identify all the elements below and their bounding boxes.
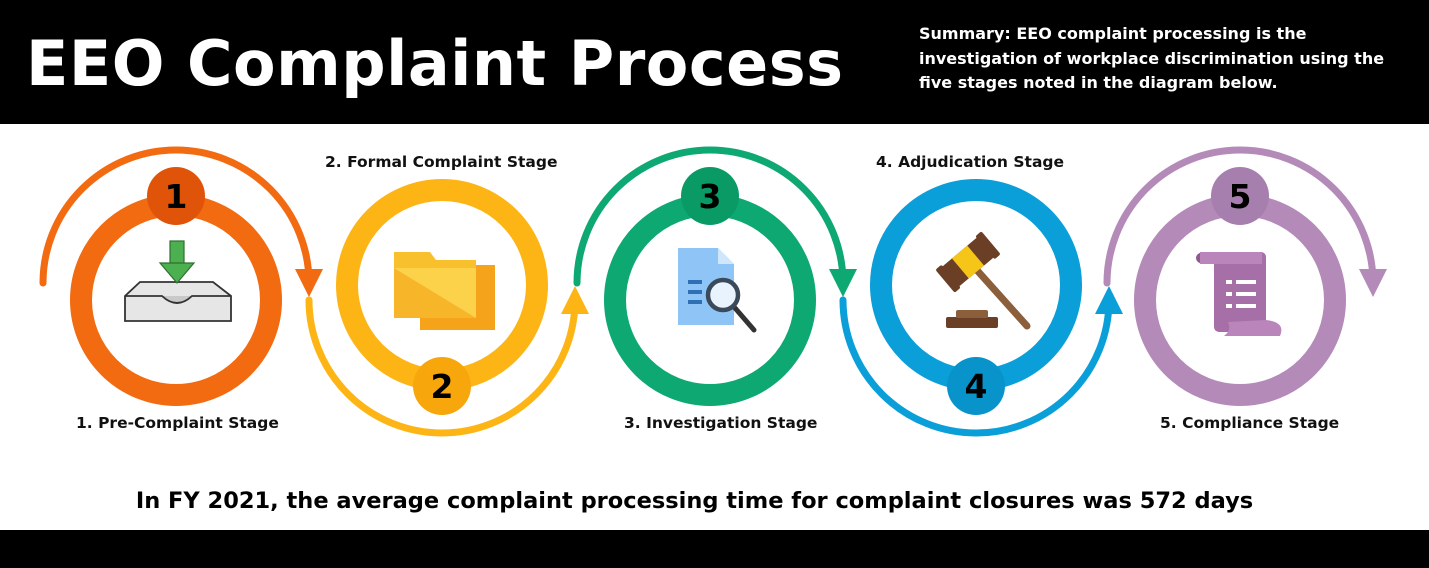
stage-1-badge xyxy=(147,167,205,225)
stage-5-number: 5 xyxy=(1229,177,1252,216)
stage-2-number: 2 xyxy=(431,367,454,406)
stage-1: 1 xyxy=(39,146,323,406)
stage-4: 4 xyxy=(839,179,1123,437)
inbox-download-icon xyxy=(124,240,232,322)
folder-icon xyxy=(394,252,495,330)
stage-3-badge xyxy=(681,167,739,225)
stage-5: 5 xyxy=(1103,146,1387,406)
stage-2-arrow xyxy=(305,286,589,437)
stage-5-arrow xyxy=(1103,146,1387,297)
stage-4-badge xyxy=(947,357,1005,415)
stage-4-number: 4 xyxy=(965,367,988,406)
stage-1-arrow xyxy=(39,146,323,297)
stage-2-badge xyxy=(413,357,471,415)
stage-5-label: 5. Compliance Stage xyxy=(1160,414,1340,432)
stage-1-number: 1 xyxy=(165,177,188,216)
footnote-text: In FY 2021, the average complaint proces… xyxy=(135,488,1254,514)
stage-5-badge xyxy=(1211,167,1269,225)
stage-3-label: 3. Investigation Stage xyxy=(624,414,818,432)
stage-3: 3 xyxy=(573,146,857,406)
page-title: EEO Complaint Process xyxy=(26,27,844,100)
header-bar xyxy=(0,0,1429,124)
document-search-icon xyxy=(678,248,757,333)
stage-4-label: 4. Adjudication Stage xyxy=(876,153,1065,171)
scroll-icon xyxy=(1196,252,1282,336)
stage-4-arrow xyxy=(839,286,1123,437)
stage-2: 2 xyxy=(305,179,589,437)
stage-3-arrow xyxy=(573,146,857,297)
footer-bar xyxy=(0,530,1429,568)
stage-1-label: 1. Pre-Complaint Stage xyxy=(76,414,279,432)
stage-2-label: 2. Formal Complaint Stage xyxy=(325,153,558,171)
stage-3-number: 3 xyxy=(699,177,722,216)
stage-4-ring xyxy=(870,179,1082,391)
gavel-icon xyxy=(936,232,1031,330)
summary-text: Summary: EEO complaint processing is the… xyxy=(919,24,1385,92)
